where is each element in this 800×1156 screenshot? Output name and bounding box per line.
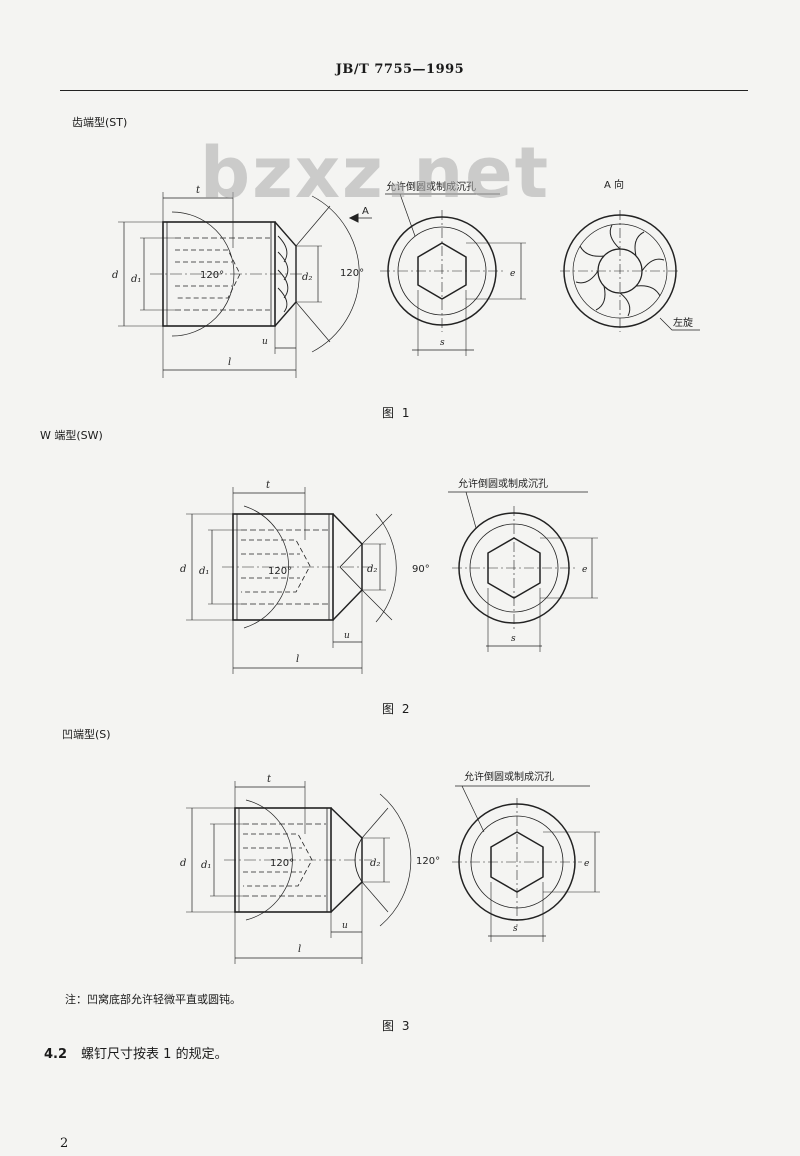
fig1-inner-angle: 120° <box>200 270 224 281</box>
figure-2-end-view <box>448 491 598 652</box>
fig2-inner-angle: 120° <box>268 566 292 577</box>
fig1-dim-d1: d₁ <box>131 274 141 285</box>
fig1-dim-d2: d₂ <box>302 272 312 283</box>
fig3-dim-d1: d₁ <box>201 860 211 871</box>
fig1-view-label: A 向 <box>604 178 624 191</box>
watermark: bzxz.net <box>200 132 551 214</box>
figure-3-end-view <box>452 785 600 942</box>
fig2-outer-angle: 90° <box>412 564 430 575</box>
clause-text: 螺钉尺寸按表 1 的规定。 <box>81 1047 228 1062</box>
fig3-outer-angle: 120° <box>416 856 440 867</box>
figure-3-caption: 图 3 <box>382 1019 412 1033</box>
fig3-inner-angle: 120° <box>270 858 294 869</box>
fig2-dim-t: t <box>266 480 271 491</box>
page-number: 2 <box>60 1136 69 1151</box>
fig3-dim-t: t <box>267 774 272 785</box>
figure-1-side-view <box>118 192 372 378</box>
fig1-dim-d: d <box>112 270 118 281</box>
fig2-dim-d2: d₂ <box>367 564 377 575</box>
figure-3-type-label: 凹端型(S) <box>62 728 111 741</box>
fig1-dim-u: u <box>262 337 268 347</box>
fig2-hole-note: 允许倒圆或制成沉孔 <box>458 477 548 490</box>
figure-1-type-label: 齿端型(ST) <box>72 116 128 129</box>
figure-2-caption: 图 2 <box>382 702 412 716</box>
fig2-dim-e: e <box>582 565 587 575</box>
fig1-view-arrow: A <box>362 206 369 217</box>
clause-number: 4.2 <box>44 1047 68 1062</box>
fig1-dim-e: e <box>510 269 515 279</box>
figure-1-end-view <box>380 193 526 356</box>
fig1-twist-label: 左旋 <box>673 316 693 329</box>
standard-code-header: JB/T 7755—1995 <box>335 62 465 77</box>
fig2-dim-s: s <box>511 634 516 644</box>
figure-1-a-view <box>560 210 700 332</box>
figure-1-caption: 图 1 <box>382 406 412 420</box>
fig1-outer-angle: 120° <box>340 268 364 279</box>
fig3-dim-d: d <box>180 858 186 869</box>
clause-4-2: 4.2 螺钉尺寸按表 1 的规定。 <box>44 1043 228 1062</box>
fig3-dim-e: e <box>584 859 589 869</box>
fig3-dim-d2: d₂ <box>370 858 380 869</box>
fig2-dim-u: u <box>344 631 350 641</box>
fig2-dim-d: d <box>180 564 186 575</box>
fig2-dim-l: l <box>296 654 299 665</box>
fig2-dim-d1: d₁ <box>199 566 209 577</box>
figure-3-note: 注：凹窝底部允许轻微平直或圆钝。 <box>65 993 241 1006</box>
fig3-dim-u: u <box>342 921 348 931</box>
fig1-hole-note: 允许倒圆或制成沉孔 <box>386 180 476 193</box>
header-rule <box>60 90 748 91</box>
fig1-dim-l: l <box>228 357 231 368</box>
fig3-dim-l: l <box>298 944 301 955</box>
fig1-dim-s: s <box>440 338 445 348</box>
figure-2-type-label: W 端型(SW) <box>40 429 103 442</box>
fig1-dim-t: t <box>196 185 201 196</box>
figure-3-side-view <box>186 781 412 964</box>
fig3-dim-s: s <box>513 924 518 934</box>
figure-2-side-view <box>186 487 397 674</box>
fig3-hole-note: 允许倒圆或制成沉孔 <box>464 770 554 783</box>
